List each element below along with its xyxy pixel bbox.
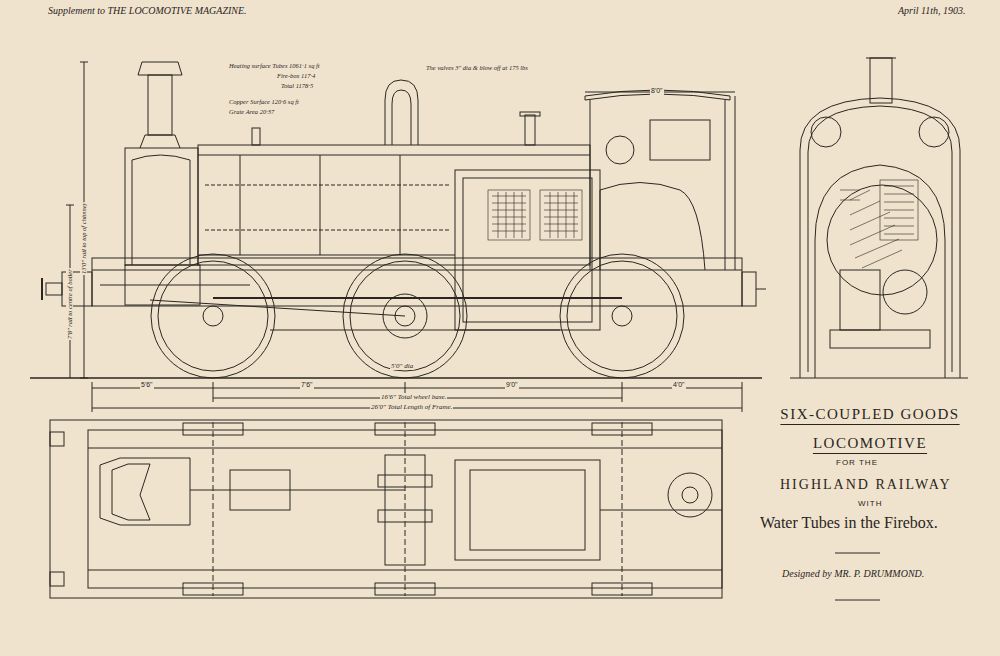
sheet-text: WITH — [858, 499, 882, 508]
dimension-label: 7'8" rail to centre of boiler — [66, 268, 73, 340]
sheet-text: Water Tubes in the Firebox. — [760, 514, 938, 532]
sheet-text: April 11th, 1903. — [898, 5, 966, 17]
dimension-label: 26'0" Total Length of Frame. — [370, 403, 453, 411]
sheet-title: SIX-COUPLED GOODS LOCOMOTIVE — [752, 400, 988, 459]
dimension-label: 16'6" Total wheel base. — [380, 393, 447, 401]
sheet-text: FOR THE — [836, 458, 878, 467]
dimension-label: The valves 3" dia & blow off at 175 lbs — [425, 64, 529, 71]
dimension-label: 9'0" — [505, 381, 519, 389]
dimension-label: Fire-box 117·4 — [276, 72, 316, 79]
dimension-label: 5'0" dia — [390, 362, 414, 370]
sheet-text: Supplement to THE LOCOMOTIVE MAGAZINE. — [48, 5, 247, 17]
sheet-text: Designed by MR. P. DRUMMOND. — [782, 568, 924, 580]
dimension-label: Heating surface Tubes 1061·1 sq ft — [228, 62, 321, 69]
dimension-label: 5'6" — [140, 381, 154, 389]
sheet-text: HIGHLAND RAILWAY — [780, 477, 952, 493]
dimension-label: Copper Surface 120·6 sq ft — [228, 98, 300, 105]
dimension-label: Grate Area 20·37 — [228, 108, 275, 115]
dimension-label: 13'0" rail to top of chimney — [80, 202, 87, 275]
dimension-label: Total 1178·5 — [280, 82, 314, 89]
dimension-label: 8'0" — [650, 87, 664, 95]
dimension-label: 4'0" — [672, 381, 686, 389]
dimension-label: 7'6" — [300, 381, 314, 389]
